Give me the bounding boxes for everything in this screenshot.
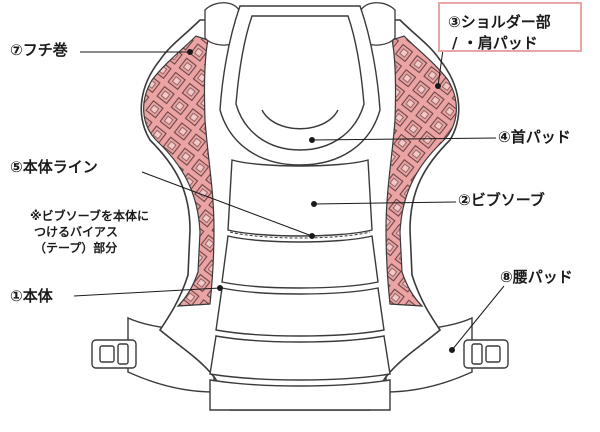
neck-pad-art	[219, 5, 381, 166]
label-waist-pad: ⑧腰パッド	[500, 268, 573, 286]
label-bib: ②ビブソーブ	[458, 191, 545, 209]
leader-lines	[73, 41, 505, 353]
right-pink-region	[385, 35, 457, 307]
note-line-1: ※ビブソーブを本体に	[30, 209, 149, 223]
label-neck-pad: ④首パッド	[498, 128, 571, 146]
shoulder-callout-box: ③ショルダー部 / ・肩パッド	[438, 2, 582, 52]
note-line-3: （テープ）部分	[34, 241, 118, 255]
label-shoulder: ③ショルダー部	[448, 13, 551, 31]
label-piping: ⑦フチ巻	[10, 41, 68, 59]
bias-tape-stitch	[229, 231, 371, 239]
left-pink-region	[143, 35, 215, 307]
label-shoulder-pad: / ・肩パッド	[452, 34, 538, 52]
label-body: ①本体	[10, 287, 53, 305]
bias-tape-note: ※ビブソーブを本体に つけるバイアス （テープ）部分	[30, 208, 149, 256]
note-line-2: つけるバイアス	[34, 225, 119, 239]
label-body-line: ⑤本体ライン	[10, 158, 98, 176]
bib-plates	[209, 159, 391, 411]
